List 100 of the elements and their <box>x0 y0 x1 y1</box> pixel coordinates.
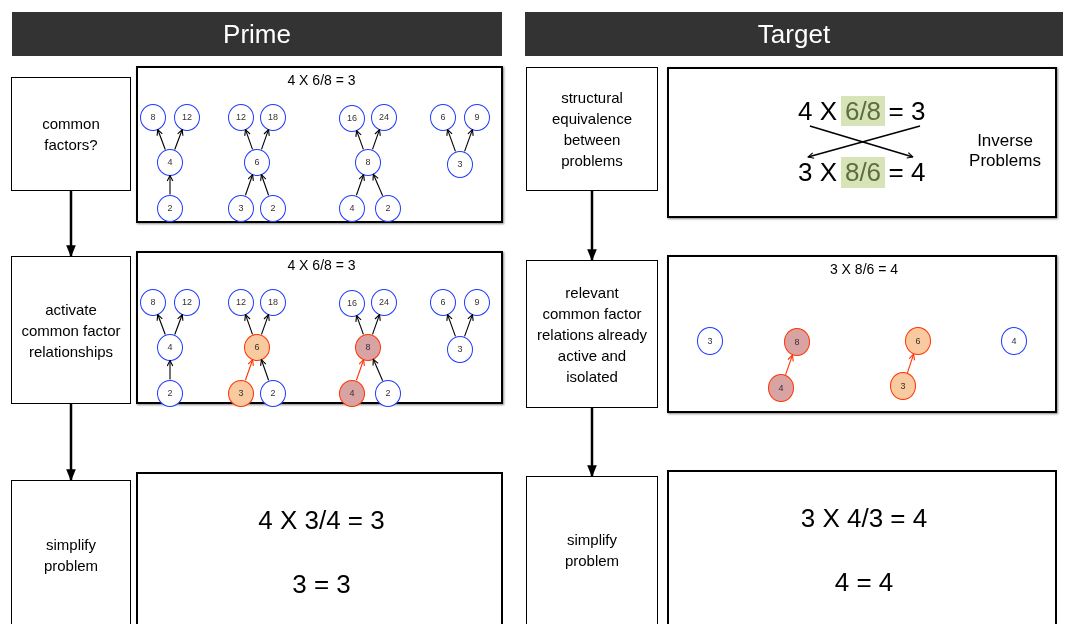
number-circle: 4 <box>1001 327 1027 355</box>
arrow <box>66 191 76 258</box>
panel-box <box>136 472 503 624</box>
arrow <box>464 129 474 152</box>
number-circle: 3 <box>890 372 916 400</box>
arrow <box>371 314 381 335</box>
panel-box <box>667 67 1057 218</box>
number-circle: 18 <box>260 103 286 131</box>
step-box: structural equivalence between problems <box>526 67 658 191</box>
number-circle: 9 <box>464 288 490 316</box>
arrow <box>355 174 365 196</box>
number-circle: 24 <box>371 288 397 316</box>
equation-part: 4 X <box>795 96 840 126</box>
arrow <box>446 314 456 337</box>
arrow <box>355 315 364 335</box>
number-circle: 2 <box>375 194 401 222</box>
step-box: common factors? <box>11 77 131 191</box>
arrow <box>355 359 365 381</box>
equation: 4 X 3/4 = 3 <box>257 505 386 537</box>
arrow <box>260 314 270 335</box>
number-circle: 8 <box>784 328 810 356</box>
panel-note: Inverse Problems <box>968 130 1042 172</box>
number-circle: 4 <box>339 379 365 407</box>
panel-box <box>667 255 1057 413</box>
number-circle: 2 <box>375 379 401 407</box>
number-circle: 6 <box>244 333 270 361</box>
arrow <box>372 358 384 382</box>
arrow <box>372 173 384 197</box>
number-circle: 8 <box>140 103 166 131</box>
number-circle: 3 <box>228 379 254 407</box>
arrow <box>174 314 184 335</box>
highlighted-fraction: 6/8 <box>841 96 885 126</box>
number-circle: 6 <box>430 103 456 131</box>
panel-box <box>136 66 503 223</box>
arrow <box>260 174 270 196</box>
equation: 3 X 8/6 = 4 <box>828 260 900 278</box>
arrow <box>244 129 254 150</box>
arrow <box>156 314 166 335</box>
number-circle: 4 <box>339 194 365 222</box>
arrow <box>244 314 254 335</box>
equation-part: = 4 <box>886 157 928 188</box>
arrow <box>166 359 174 381</box>
arrow <box>906 353 916 374</box>
arrow <box>785 354 794 376</box>
number-circle: 6 <box>430 288 456 316</box>
number-circle: 4 <box>768 374 794 402</box>
number-circle: 6 <box>905 327 931 355</box>
arrow <box>66 404 76 482</box>
step-box: simplify problem <box>526 476 658 624</box>
number-circle: 12 <box>228 288 254 316</box>
number-circle: 16 <box>339 289 365 317</box>
panel-box <box>136 251 503 404</box>
column-header: Target <box>525 12 1063 56</box>
number-circle: 8 <box>355 333 381 361</box>
number-circle: 18 <box>260 288 286 316</box>
arrow <box>446 129 456 152</box>
step-box: simplify problem <box>11 480 131 624</box>
arrow <box>587 191 597 262</box>
arrow <box>587 408 597 478</box>
number-circle: 12 <box>174 103 200 131</box>
number-circle: 12 <box>228 103 254 131</box>
panel-box <box>667 470 1057 624</box>
number-circle: 9 <box>464 103 490 131</box>
arrow <box>244 359 254 381</box>
arrow <box>166 174 174 196</box>
highlighted-fraction: 8/6 <box>841 157 885 188</box>
equation: 3 = 3 <box>291 569 352 601</box>
arrow <box>260 129 270 150</box>
number-circle: 4 <box>157 148 183 176</box>
number-circle: 2 <box>260 194 286 222</box>
column-header: Prime <box>12 12 502 56</box>
number-circle: 8 <box>140 288 166 316</box>
equation: 4 = 4 <box>833 567 895 599</box>
arrow <box>260 359 270 381</box>
arrow <box>355 130 364 150</box>
step-box: relevant common factor relations already active and isolated <box>526 260 658 408</box>
arrow <box>371 129 381 150</box>
arrow <box>156 129 166 150</box>
number-circle: 3 <box>228 194 254 222</box>
arrow <box>174 129 184 150</box>
equation-part: = 3 <box>886 96 928 126</box>
number-circle: 3 <box>447 150 473 178</box>
number-circle: 6 <box>244 148 270 176</box>
equation: 3 X 4/3 = 4 <box>799 503 929 535</box>
number-circle: 2 <box>260 379 286 407</box>
number-circle: 24 <box>371 103 397 131</box>
number-circle: 16 <box>339 104 365 132</box>
number-circle: 4 <box>157 333 183 361</box>
number-circle: 3 <box>697 327 723 355</box>
equation-part: 3 X <box>795 157 840 188</box>
arrow <box>464 314 474 337</box>
equation: 4 X 6/8 = 3 <box>286 71 357 89</box>
number-circle: 12 <box>174 288 200 316</box>
step-box: activate common factor relationships <box>11 256 131 404</box>
arrow <box>244 174 254 196</box>
equation: 4 X 6/8 = 3 <box>286 256 357 274</box>
number-circle: 3 <box>447 335 473 363</box>
number-circle: 2 <box>157 379 183 407</box>
number-circle: 8 <box>355 148 381 176</box>
number-circle: 2 <box>157 194 183 222</box>
